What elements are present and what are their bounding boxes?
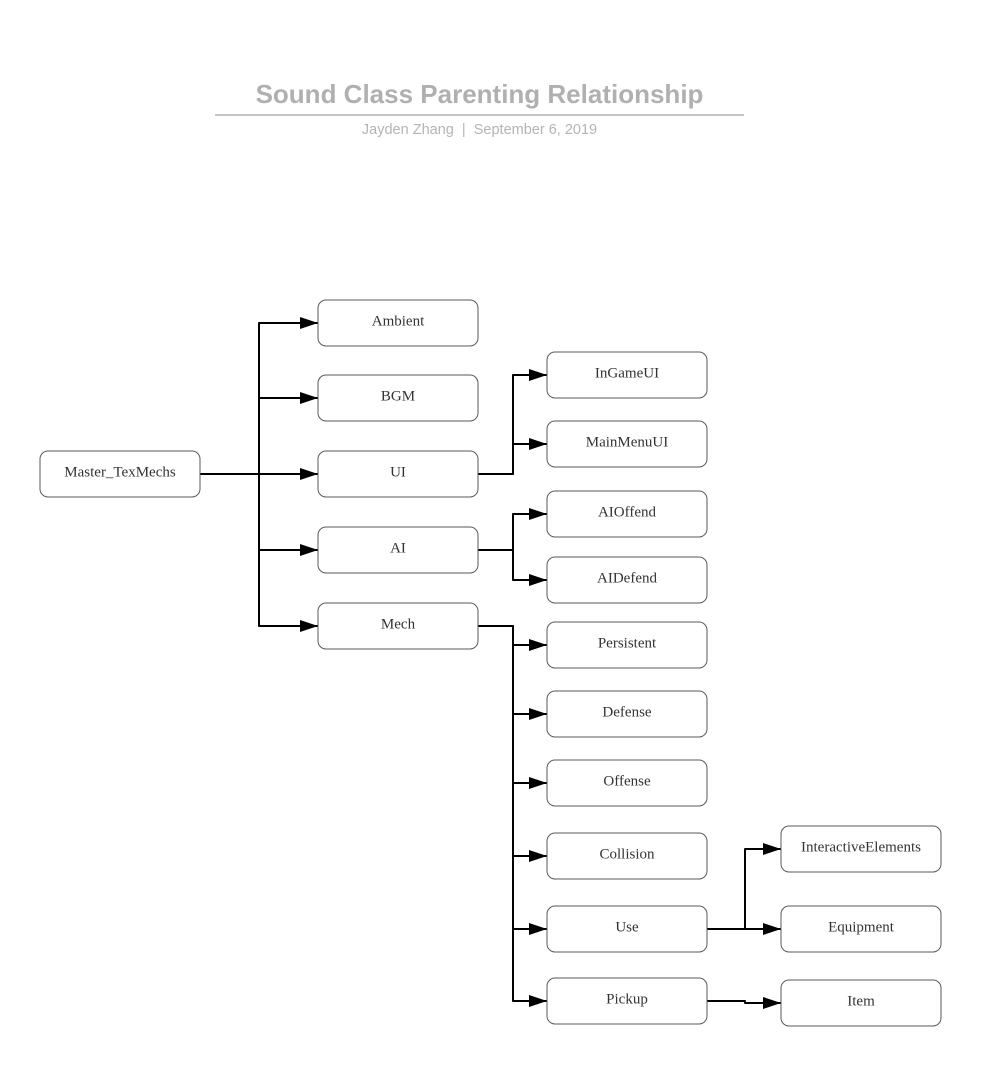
edge-mech-to-pickup [478, 625, 547, 1007]
edge-use-to-interactive [707, 843, 781, 930]
node-use-label: Use [615, 919, 639, 935]
node-defense: Defense [546, 690, 708, 738]
node-aidefend: AIDefend [546, 556, 708, 604]
node-item: Item [780, 979, 942, 1027]
node-ui-label: UI [390, 464, 406, 480]
node-collision: Collision [546, 832, 708, 880]
node-mainmenuui-label: MainMenuUI [586, 434, 669, 450]
node-mech: Mech [317, 602, 479, 650]
edge-ai-to-aidefend [478, 549, 547, 586]
diagram-header: Sound Class Parenting Relationship Jayde… [215, 74, 744, 138]
node-bgm-box [317, 374, 479, 422]
diagram-subtitle: Jayden Zhang | September 6, 2019 [215, 122, 744, 138]
node-interactive-box [780, 825, 942, 873]
edge-master-to-bgm [200, 392, 318, 475]
node-pickup-box [546, 977, 708, 1025]
node-persistent: Persistent [546, 621, 708, 669]
edge-pickup-to-item [707, 997, 781, 1009]
node-item-label: Item [847, 993, 875, 1009]
node-use: Use [546, 905, 708, 953]
node-master-label: Master_TexMechs [64, 464, 176, 480]
node-equipment: Equipment [780, 905, 942, 953]
edge-ui-to-mainmenuui [478, 438, 547, 475]
author-name: Jayden Zhang [361, 122, 454, 138]
node-aioffend: AIOffend [546, 490, 708, 538]
node-aioffend-label: AIOffend [598, 504, 657, 520]
node-collision-box [546, 832, 708, 880]
node-ingameui: InGameUI [546, 351, 708, 399]
node-equipment-box [780, 905, 942, 953]
node-defense-box [546, 690, 708, 738]
node-defense-label: Defense [602, 704, 651, 720]
node-collision-label: Collision [599, 846, 655, 862]
node-mainmenuui-box [546, 420, 708, 468]
diagram-date: September 6, 2019 [473, 122, 598, 138]
node-bgm: BGM [317, 374, 479, 422]
node-bgm-label: BGM [381, 388, 415, 404]
node-ambient-box [317, 299, 479, 347]
node-offense-box [546, 759, 708, 807]
node-equipment-label: Equipment [828, 919, 895, 935]
node-pickup: Pickup [546, 977, 708, 1025]
node-interactive-label: InteractiveElements [801, 839, 921, 855]
node-ai-label: AI [390, 540, 406, 556]
node-persistent-label: Persistent [598, 635, 657, 651]
node-master-box [39, 450, 201, 498]
node-use-box [546, 905, 708, 953]
node-aioffend-box [546, 490, 708, 538]
edge-ai-to-aioffend [478, 508, 547, 551]
node-aidefend-box [546, 556, 708, 604]
node-item-box [780, 979, 942, 1027]
node-persistent-box [546, 621, 708, 669]
node-aidefend-label: AIDefend [597, 570, 657, 586]
node-ingameui-label: InGameUI [595, 365, 659, 381]
node-mech-label: Mech [381, 616, 416, 632]
node-ambient-label: Ambient [372, 313, 425, 329]
node-ai-box [317, 526, 479, 574]
subtitle-separator: | [461, 122, 466, 138]
node-ambient: Ambient [317, 299, 479, 347]
node-ui: UI [317, 450, 479, 498]
node-mech-box [317, 602, 479, 650]
diagram-title: Sound Class Parenting Relationship [215, 74, 744, 116]
node-offense-label: Offense [603, 773, 651, 789]
node-pickup-label: Pickup [606, 991, 648, 1007]
node-ai: AI [317, 526, 479, 574]
node-ui-box [317, 450, 479, 498]
node-interactive: InteractiveElements [780, 825, 942, 873]
node-mainmenuui: MainMenuUI [546, 420, 708, 468]
node-ingameui-box [546, 351, 708, 399]
node-offense: Offense [546, 759, 708, 807]
connector-layer [200, 317, 781, 1009]
node-master: Master_TexMechs [39, 450, 201, 498]
edge-master-to-mech [200, 473, 318, 632]
